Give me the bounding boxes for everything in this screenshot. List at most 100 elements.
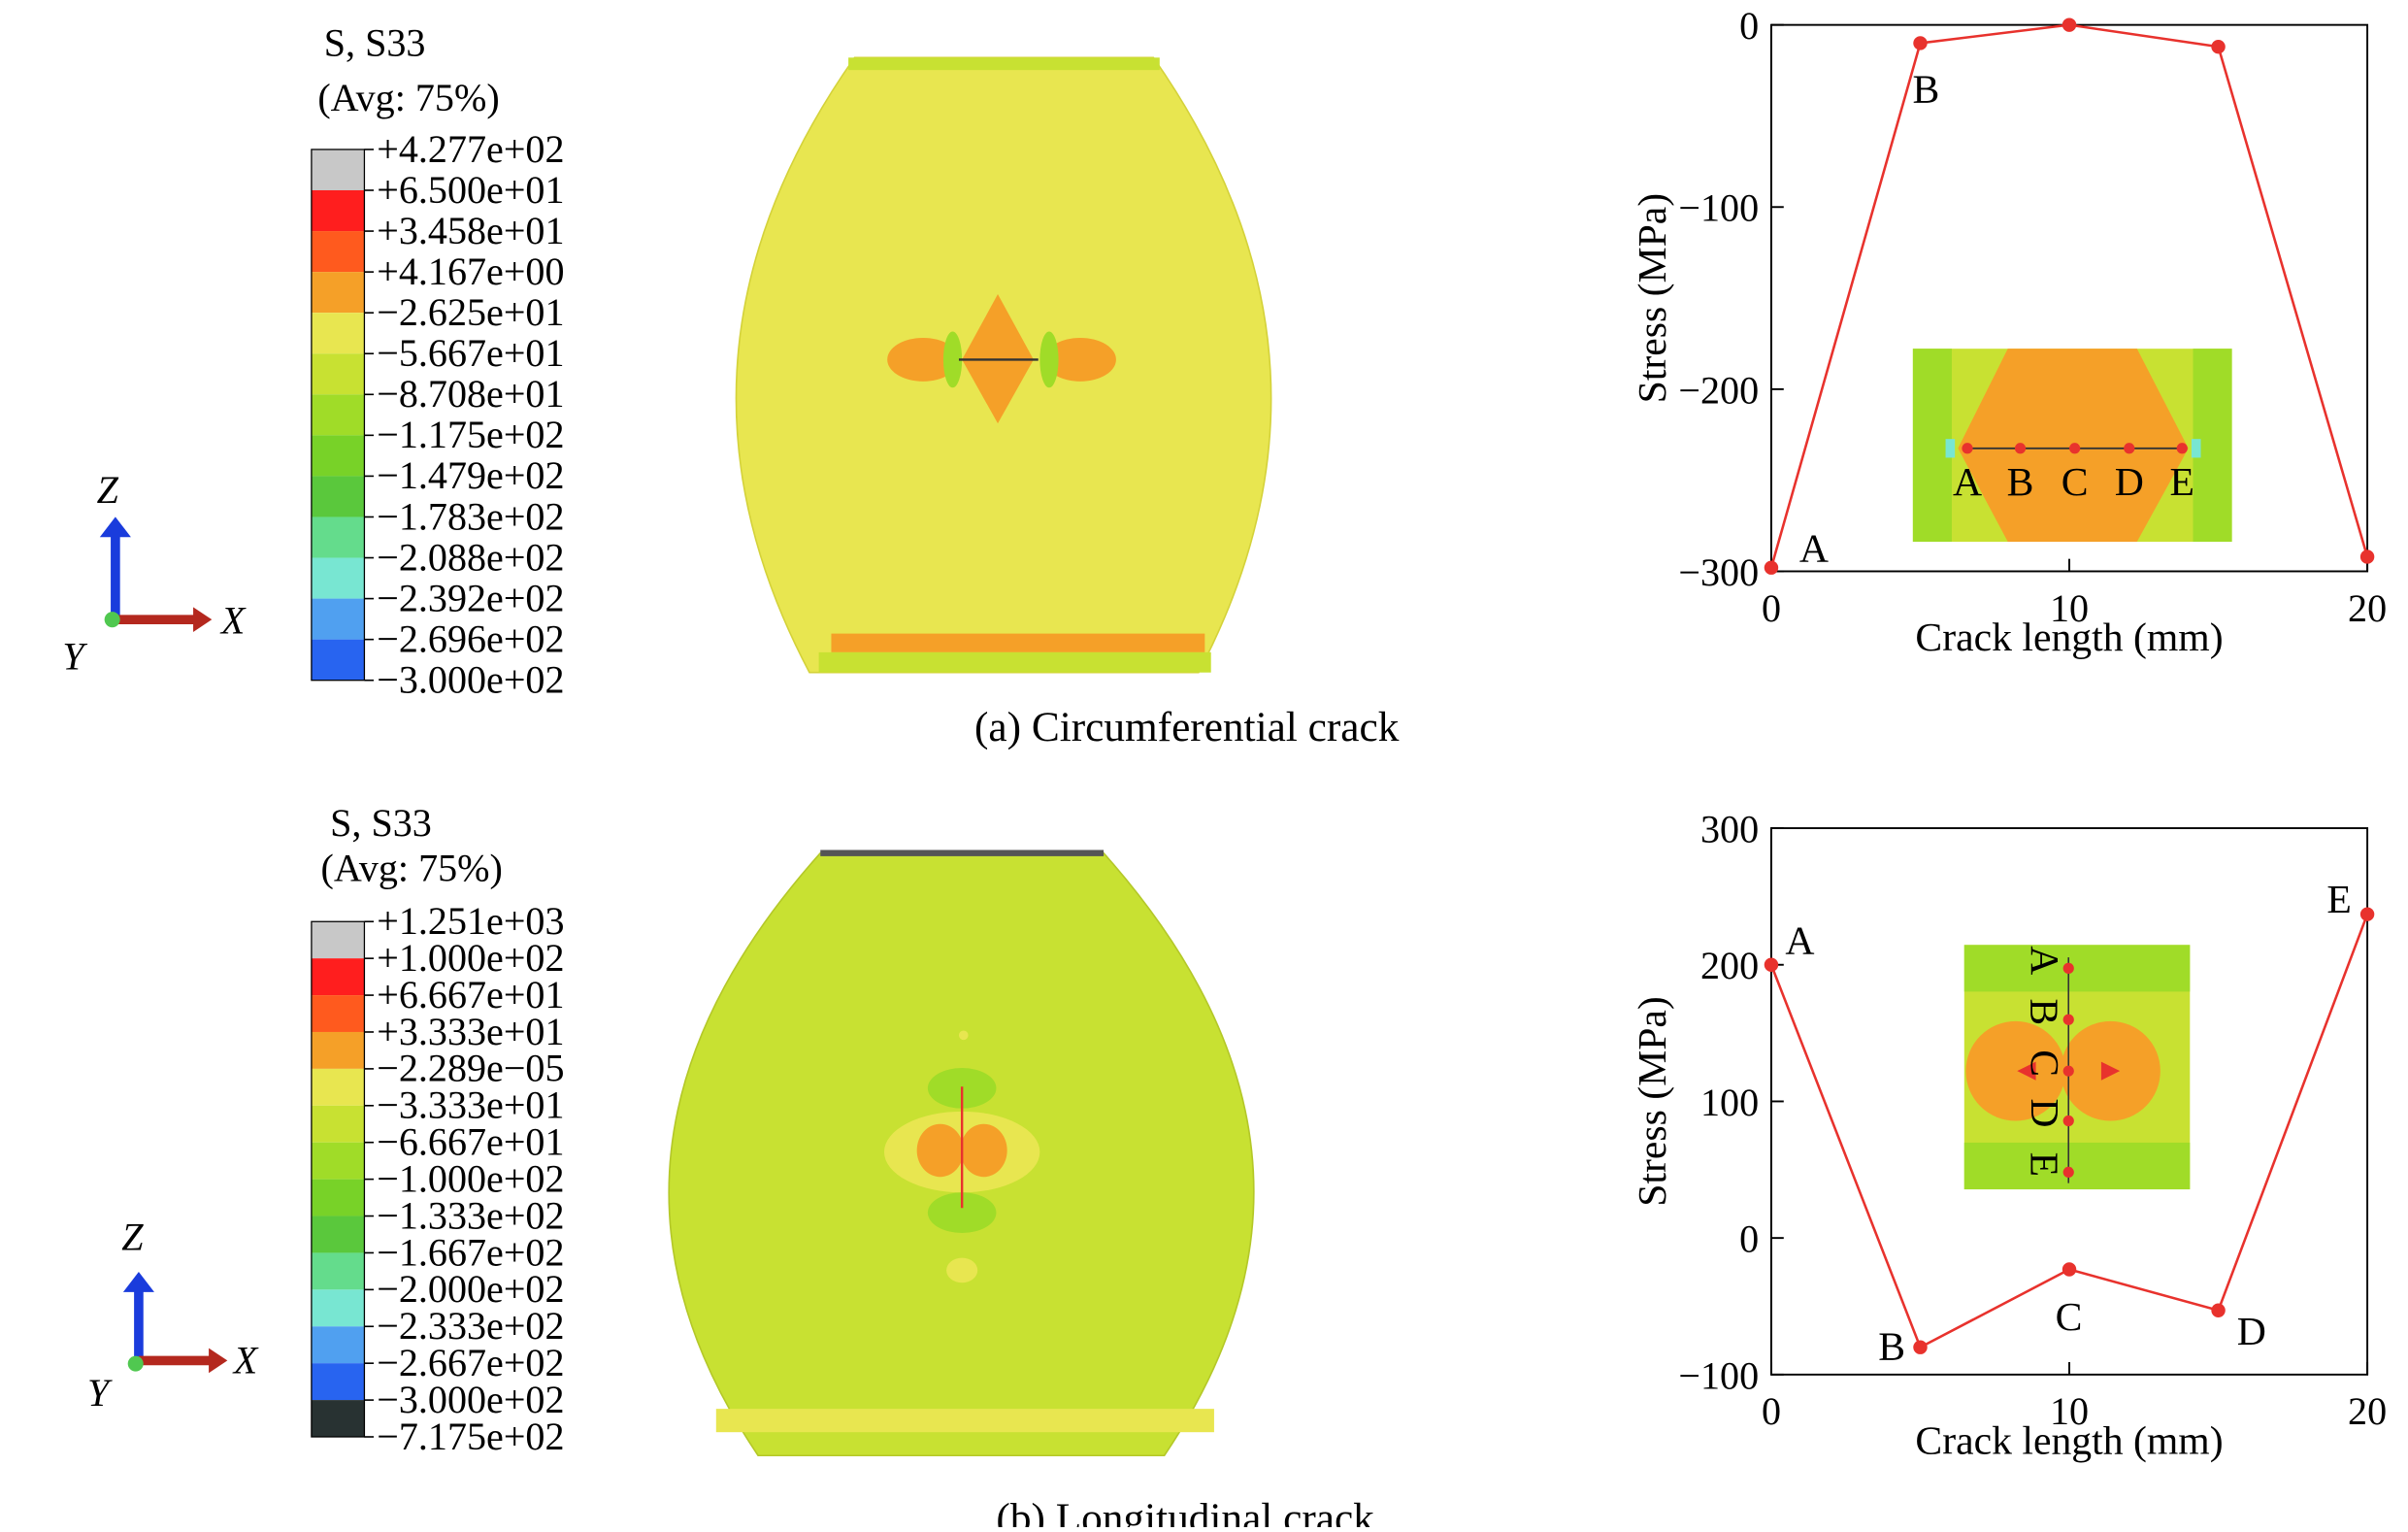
inset-b-marker <box>2062 1014 2074 1025</box>
chart-b-x-tick-label: 10 <box>2050 1389 2089 1433</box>
z-arrowhead-icon <box>122 1272 154 1292</box>
legend-b-swatch <box>311 1400 365 1437</box>
inset-a-marker <box>1962 443 1973 454</box>
chart-b-data-point <box>1764 957 1779 972</box>
chart-a-x-tick-label: 20 <box>2348 586 2387 630</box>
x-arrowhead-icon <box>209 1348 228 1374</box>
inset-b-label: E <box>2022 1152 2066 1177</box>
legend-b-label: +1.000e+02 <box>377 936 564 980</box>
legend-b-swatch <box>311 1068 365 1106</box>
legend-b-swatch <box>311 1289 365 1327</box>
legend-a-label: +6.500e+01 <box>377 168 564 212</box>
legend-a-label: −2.392e+02 <box>377 576 564 619</box>
legend-a-label: −1.175e+02 <box>377 413 564 456</box>
chart-b-y-axis-title: Stress (MPa) <box>1631 996 1675 1207</box>
legend-b-title: S, S33 <box>330 801 432 845</box>
legend-a: +4.277e+02+6.500e+01+3.458e+01+4.167e+00… <box>311 127 565 702</box>
legend-a-label: −1.783e+02 <box>377 494 564 538</box>
chart-a-y-tick-label: −300 <box>1678 550 1759 594</box>
inset-b-label: B <box>2022 998 2066 1025</box>
legend-b-label: −1.333e+02 <box>377 1193 564 1237</box>
legend-b: +1.251e+03+1.000e+02+6.667e+01+3.333e+01… <box>311 899 565 1458</box>
legend-b-swatch <box>311 921 365 959</box>
chart-b-y-tick-label: 200 <box>1700 944 1759 987</box>
legend-b-swatch <box>311 1031 365 1069</box>
legend-a-label: −5.667e+01 <box>377 331 564 375</box>
legend-a-label: +4.277e+02 <box>377 127 564 171</box>
triad-b: Z X Y <box>87 1216 259 1415</box>
inset-b-marker <box>2062 1065 2074 1077</box>
x-arrowhead-icon <box>193 607 213 633</box>
triad-a-z-label: Z <box>97 468 119 512</box>
legend-a-swatch <box>311 353 365 395</box>
chart-b-y-tick-label: 0 <box>1739 1217 1759 1261</box>
legend-a-swatch <box>311 313 365 354</box>
chart-a-data-point <box>1913 36 1928 50</box>
legend-b-label: −2.289e−05 <box>377 1047 564 1090</box>
legend-a-swatch <box>311 394 365 436</box>
legend-a-swatch <box>311 272 365 314</box>
legend-a-swatch <box>311 189 365 232</box>
legend-b-swatch <box>311 1216 365 1253</box>
triad-b-z-label: Z <box>121 1216 144 1259</box>
chart-a-y-tick-label: −200 <box>1678 368 1759 412</box>
z-arrowhead-icon <box>99 516 131 538</box>
legend-b-swatch <box>311 958 365 996</box>
legend-b-label: −3.000e+02 <box>377 1378 564 1421</box>
inset-b-marker <box>2062 1115 2074 1127</box>
legend-b-swatch <box>311 1252 365 1290</box>
chart-b-point-label: C <box>2056 1295 2083 1340</box>
chart-a-point-label: B <box>1912 67 1939 112</box>
legend-b-label: +6.667e+01 <box>377 973 564 1016</box>
inset-a-marker <box>2069 443 2081 454</box>
triad-a-x-label: X <box>219 599 247 643</box>
legend-b-label: −3.333e+01 <box>377 1083 564 1127</box>
y-axis-dot-icon <box>104 612 120 628</box>
chart-a-y-axis-title: Stress (MPa) <box>1631 193 1675 404</box>
triad-a: Z X Y <box>62 468 247 679</box>
inset-b-marker <box>2062 962 2074 974</box>
chart-a-y-tick-label: 0 <box>1739 4 1759 48</box>
chart-a-data-point <box>2359 550 2375 564</box>
chart-b-data-point <box>2211 1303 2226 1317</box>
triad-a-y-label: Y <box>62 634 87 678</box>
inset-a-label: E <box>2170 460 2194 505</box>
chart-a-x-axis-title: Crack length (mm) <box>1915 616 2223 660</box>
chart-b-y-tick-label: 100 <box>1700 1081 1759 1124</box>
chart-b-point-label: A <box>1785 919 1814 964</box>
legend-b-label: −6.667e+01 <box>377 1120 564 1164</box>
legend-b-swatch <box>311 1326 365 1364</box>
chart-a-x-tick-label: 0 <box>1762 586 1781 630</box>
legend-b-label: +3.333e+01 <box>377 1010 564 1053</box>
chart-b-y-tick-label: −100 <box>1678 1353 1759 1397</box>
inset-a-marker <box>2014 443 2027 454</box>
legend-a-label: −2.088e+02 <box>377 535 564 579</box>
legend-b-label: −1.667e+02 <box>377 1230 564 1274</box>
legend-a-label: −2.696e+02 <box>377 616 564 660</box>
chart-b-x-axis-title: Crack length (mm) <box>1915 1419 2223 1464</box>
chart-a-data-point <box>2062 17 2077 32</box>
chart-b-point-label: D <box>2237 1310 2266 1354</box>
legend-b-swatch <box>311 1179 365 1216</box>
legend-b-label: −7.175e+02 <box>377 1415 564 1458</box>
legend-a-swatch <box>311 435 365 477</box>
inset-b-label: C <box>2022 1049 2066 1077</box>
legend-a-swatch <box>311 639 365 681</box>
chart-b-x-tick-label: 0 <box>1762 1389 1781 1433</box>
legend-a-swatch <box>311 598 365 640</box>
legend-a-subtitle: (Avg: 75%) <box>317 76 499 119</box>
panel-a: S, S33 (Avg: 75%) +4.277e+02+6.500e+01+3… <box>62 4 2387 750</box>
chart-a-point-label: A <box>1799 526 1829 571</box>
chart-b-point-label: B <box>1878 1325 1905 1370</box>
legend-a-label: +4.167e+00 <box>377 250 564 293</box>
triad-b-x-label: X <box>232 1338 259 1382</box>
legend-a-swatch <box>311 516 365 558</box>
panel-b: S, S33 (Avg: 75%) +1.251e+03+1.000e+02+6… <box>87 801 2387 1532</box>
inset-a-label: C <box>2062 460 2089 505</box>
chart-a-data-point <box>1764 560 1779 575</box>
legend-a-swatch <box>311 231 365 273</box>
legend-b-label: +1.251e+03 <box>377 899 564 943</box>
legend-a-label: −8.708e+01 <box>377 372 564 416</box>
